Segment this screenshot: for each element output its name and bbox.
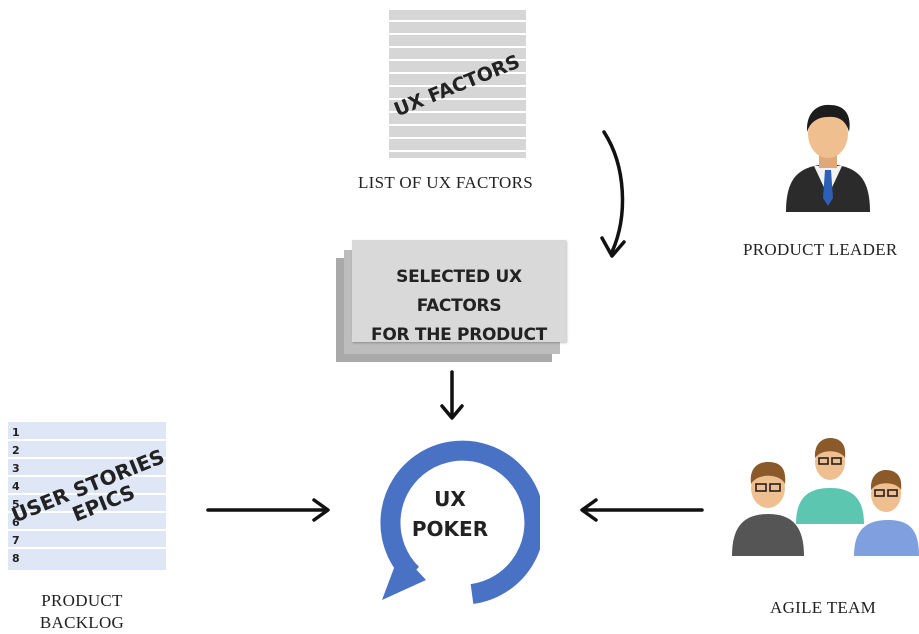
team-member-gray bbox=[732, 462, 804, 556]
product-backlog-caption-line-1: PRODUCT bbox=[41, 591, 123, 610]
backlog-row-number: 5 bbox=[12, 498, 20, 511]
backlog-row-number: 6 bbox=[12, 516, 20, 529]
product-backlog-caption: PRODUCT BACKLOG bbox=[22, 590, 142, 634]
left-arrow-icon bbox=[580, 498, 704, 522]
product-leader-avatar bbox=[786, 104, 870, 212]
backlog-row-number: 2 bbox=[12, 444, 20, 457]
selected-factors-line-2: FOR THE PRODUCT bbox=[371, 325, 547, 345]
backlog-row-number: 4 bbox=[12, 480, 20, 493]
down-arrow-icon bbox=[440, 370, 464, 420]
agile-team-caption: AGILE TEAM bbox=[770, 598, 877, 617]
product-backlog-caption-line-2: BACKLOG bbox=[39, 613, 125, 632]
team-member-teal bbox=[796, 438, 864, 524]
cycle-arrowhead-icon bbox=[382, 552, 426, 600]
ux-poker-line-1: UX bbox=[434, 487, 466, 511]
product-backlog-sheet: 1 2 3 4 5 6 7 8 USER STORIES EPICS bbox=[8, 422, 166, 570]
selected-factors-card: SELECTED UX FACTORS FOR THE PRODUCT bbox=[352, 240, 566, 345]
backlog-row-number: 7 bbox=[12, 534, 20, 547]
team-member-blue bbox=[854, 470, 919, 556]
cycle-arrow-icon bbox=[380, 440, 540, 604]
agile-team-avatars bbox=[732, 438, 919, 556]
ux-factors-list: UX FACTORS bbox=[389, 10, 526, 158]
product-leader-caption: PRODUCT LEADER bbox=[743, 240, 898, 259]
right-arrow-icon bbox=[206, 498, 330, 522]
selected-factors-line-1: SELECTED UX FACTORS bbox=[396, 267, 522, 316]
selected-factors-title: SELECTED UX FACTORS FOR THE PRODUCT bbox=[352, 263, 566, 350]
curved-arrow-icon bbox=[600, 130, 626, 258]
backlog-row-number: 1 bbox=[12, 426, 20, 439]
ux-poker-line-2: POKER bbox=[412, 517, 488, 541]
backlog-row-number: 3 bbox=[12, 462, 20, 475]
ux-factors-list-caption: LIST OF UX FACTORS bbox=[358, 173, 533, 192]
ux-poker-cycle: UX POKER bbox=[380, 440, 540, 604]
backlog-row-number: 8 bbox=[12, 552, 20, 565]
ux-factors-list-sheet bbox=[389, 10, 526, 158]
